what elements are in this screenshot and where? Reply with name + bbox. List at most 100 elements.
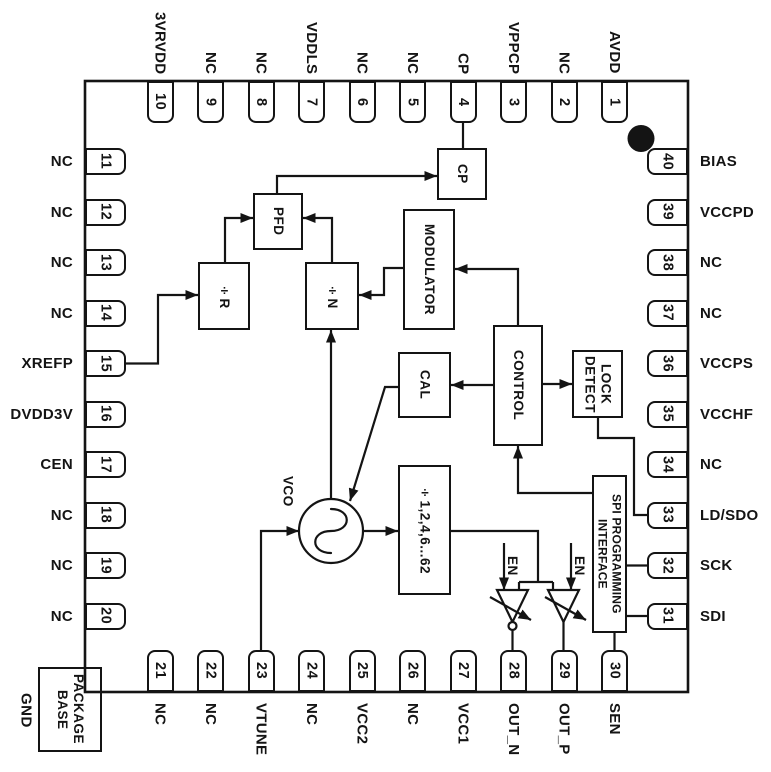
pin-2-label: NC <box>553 0 575 74</box>
pin-9-label-text: NC <box>202 51 219 74</box>
pin-7-label-text: VDDLS <box>303 21 320 74</box>
div-r-block: ÷R <box>198 262 250 330</box>
pin-9-box: 9 <box>197 81 224 123</box>
pin-22-box: 22 <box>197 650 224 692</box>
pin-22-label-text: NC <box>202 703 219 726</box>
pin-16-box: 16 <box>85 400 126 428</box>
pin-29-label: OUT_P <box>553 703 575 772</box>
pin-40-label: BIAS <box>700 151 771 173</box>
pin-10-number: 10 <box>152 93 168 111</box>
pin-12-label-text: NC <box>50 203 73 221</box>
pin-36-label-text: VCCPS <box>700 355 754 372</box>
pin-38-box: 38 <box>647 249 688 276</box>
pin-16-number: 16 <box>97 405 114 423</box>
pin-7-number: 7 <box>303 97 320 107</box>
pin-30-box: 30 <box>601 650 628 692</box>
pin-30-number: 30 <box>606 662 623 680</box>
divider-block-label: ÷1,2,4,6...62 <box>417 485 433 575</box>
wire-xrefp-to-divr <box>126 290 198 365</box>
pin-35-label: VCCHF <box>700 403 771 425</box>
lock-detect-block-label: LOCK DETECT <box>582 355 614 413</box>
output-buffer-n-triangle <box>495 588 530 625</box>
pin-17-label: CEN <box>0 454 73 476</box>
control-block: CONTROL <box>493 325 543 446</box>
pin-19-label: NC <box>0 555 73 577</box>
pin-20-label-text: NC <box>50 607 73 625</box>
pin-35-label-text: VCCHF <box>700 405 754 423</box>
pin-18-label: NC <box>0 504 73 526</box>
pin-39-label: VCCPD <box>700 201 771 223</box>
pin-38-label: NC <box>700 252 771 274</box>
pin-35-number: 35 <box>659 405 676 423</box>
cal-block-label: CAL <box>417 370 433 400</box>
pin-28-box: 28 <box>500 650 527 692</box>
pin-12-number: 12 <box>97 203 114 221</box>
pin-15-label: XREFP <box>0 353 73 375</box>
pin-23-label: VTUNE <box>250 703 272 772</box>
pin-33-label: LD/SDO <box>700 504 771 526</box>
pin-38-label-text: NC <box>700 254 723 271</box>
pin-4-label: CP <box>452 0 474 74</box>
wire-pfd-to-cp <box>275 171 437 193</box>
pin-36-label: VCCPS <box>700 353 771 375</box>
cp-block-label: CP <box>454 164 470 184</box>
en-left-label-wrap: EN <box>505 546 520 586</box>
pin-9-number: 9 <box>202 97 219 107</box>
pin-34-label-text: NC <box>700 456 723 473</box>
pin-33-number: 33 <box>659 506 676 524</box>
pin-6-label: NC <box>351 0 373 74</box>
pin-9-label: NC <box>200 0 222 74</box>
pin-27-label-text: VCC1 <box>454 703 472 745</box>
pin-19-number: 19 <box>97 556 114 575</box>
cal-block: CAL <box>398 352 451 418</box>
pin-40-box: 40 <box>647 148 688 175</box>
pin-17-box: 17 <box>85 451 126 478</box>
pin-13-label: NC <box>0 252 73 274</box>
pin-11-number: 11 <box>97 153 114 170</box>
pin-31-number: 31 <box>659 607 676 625</box>
pin-1-number: 1 <box>606 97 623 107</box>
pin-4-box: 4 <box>449 81 477 123</box>
package-base-label: PACKAGE BASE <box>55 674 86 745</box>
wire-cal-to-vco <box>348 385 398 502</box>
pin-8-label: NC <box>250 0 272 74</box>
pin-34-number: 34 <box>659 455 676 474</box>
pin-12-label: NC <box>0 201 73 223</box>
pin-5-box: 5 <box>399 81 426 123</box>
inverter-bubble <box>507 620 518 632</box>
pin-5-number: 5 <box>404 97 421 107</box>
pin-2-label-text: NC <box>555 51 573 74</box>
wire-divr-to-pfd <box>223 213 253 262</box>
pin-15-box: 15 <box>85 350 126 377</box>
en-left-label: EN <box>505 556 520 576</box>
pin-11-label-text: NC <box>50 153 73 170</box>
pin-36-box: 36 <box>647 350 688 377</box>
control-block-label: CONTROL <box>510 350 526 421</box>
pin-26-number: 26 <box>404 662 421 680</box>
gnd-label: GND <box>17 692 35 728</box>
pin-10-box: 10 <box>146 81 174 123</box>
modulator-block-label: MODULATOR <box>421 224 437 315</box>
pin-34-box: 34 <box>647 451 688 478</box>
pin-34-label: NC <box>700 454 771 476</box>
pin-23-box: 23 <box>247 650 275 692</box>
pin-39-label-text: VCCPD <box>700 203 755 221</box>
pin-21-label: NC <box>149 703 171 772</box>
pin-35-box: 35 <box>647 400 688 428</box>
gnd-label-wrap: GND <box>14 688 38 732</box>
pin-4-label-text: CP <box>454 52 472 74</box>
pin-5-label-text: NC <box>404 51 421 74</box>
pin-27-number: 27 <box>455 662 471 680</box>
pin-37-box: 37 <box>647 299 688 327</box>
pin-22-label: NC <box>200 703 222 772</box>
pin-18-label-text: NC <box>50 506 73 524</box>
en-right-label-wrap: EN <box>572 546 587 586</box>
output-buffer-p-triangle <box>546 588 581 625</box>
pin-27-box: 27 <box>449 650 477 692</box>
pin-2-box: 2 <box>550 81 578 123</box>
pin-24-label-text: NC <box>303 703 320 726</box>
div-n-block-label: ÷N <box>324 283 340 309</box>
div-r-block-label: ÷R <box>216 283 232 309</box>
pin-1-label: AVDD <box>604 0 626 74</box>
